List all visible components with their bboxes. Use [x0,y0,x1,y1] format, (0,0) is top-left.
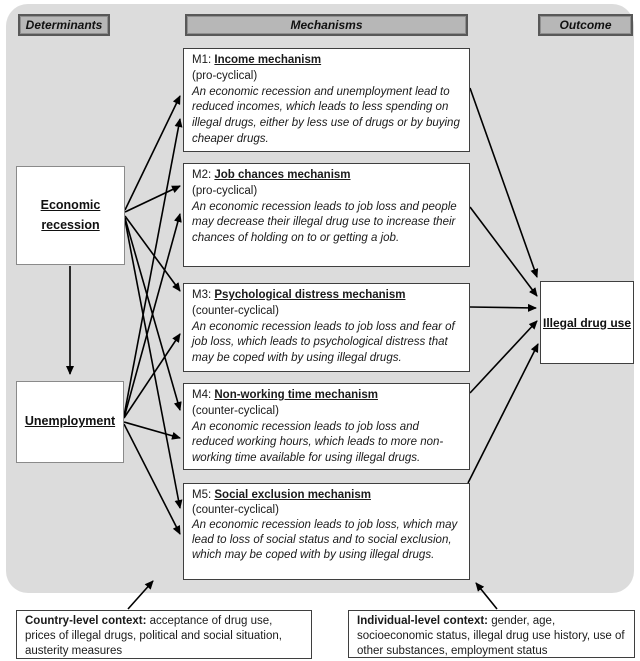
mechanism-id-m1: M1: [192,54,212,66]
outcome-label: Illegal drug use [542,315,632,330]
mechanism-description-m1: An economic recession and unemployment l… [192,85,460,145]
header-determinants: Determinants [18,14,110,36]
mechanism-name-m1: Income mechanism [214,54,322,66]
context-box-individual-level: Individual-level context: gender, age, s… [348,610,635,658]
mechanism-cyclicality-m3: (counter-cyclical) [192,304,279,317]
outcome-box-illegal-drug-use: Illegal drug use [540,281,634,364]
mechanism-box-m1: M1: Income mechanism (pro-cyclical) An e… [183,48,470,152]
mechanism-title-m2: M2: Job chances mechanism [192,168,461,184]
header-determinants-label: Determinants [25,18,103,32]
header-outcome: Outcome [538,14,633,36]
mechanism-name-m4: Non-working time mechanism [214,389,378,401]
determinant-box-economic-recession: Economic recession [16,166,125,265]
context-individual-lead: Individual-level context: [357,615,488,627]
mechanism-description-m4: An economic recession leads to job loss … [192,420,444,465]
mechanism-title-m4: M4: Non-working time mechanism [192,388,461,404]
context-country-lead: Country-level context: [25,615,147,627]
mechanism-cyclicality-m2: (pro-cyclical) [192,184,258,197]
determinant-label-economic-recession: Economic recession [40,198,101,232]
mechanism-description-m3: An economic recession leads to job loss … [192,320,455,365]
context-box-country-level: Country-level context: acceptance of dru… [16,610,312,659]
mechanism-id-m5: M5: [192,489,212,501]
header-mechanisms-label: Mechanisms [290,18,363,32]
mechanism-title-m5: M5: Social exclusion mechanism [192,488,461,503]
header-outcome-label: Outcome [559,18,612,32]
mechanism-id-m4: M4: [192,389,212,401]
mechanism-name-m2: Job chances mechanism [214,169,351,181]
mechanism-title-m1: M1: Income mechanism [192,53,461,69]
mechanism-cyclicality-m1: (pro-cyclical) [192,69,258,82]
mechanism-name-m3: Psychological distress mechanism [214,289,406,301]
mechanism-box-m2: M2: Job chances mechanism (pro-cyclical)… [183,163,470,267]
mechanism-id-m2: M2: [192,169,212,181]
context-country-text: acceptance of drug use, prices of illega… [25,615,282,657]
mechanism-cyclicality-m4: (counter-cyclical) [192,404,279,417]
mechanism-cyclicality-m5: (counter-cyclical) [192,504,279,516]
mechanism-box-m3: M3: Psychological distress mechanism (co… [183,283,470,372]
determinant-label-unemployment: Unemployment [24,414,116,429]
mechanism-box-m5: M5: Social exclusion mechanism (counter-… [183,483,470,580]
mechanism-name-m5: Social exclusion mechanism [214,489,371,501]
mechanism-title-m3: M3: Psychological distress mechanism [192,288,461,304]
determinant-box-unemployment: Unemployment [16,381,124,463]
mechanism-box-m4: M4: Non-working time mechanism (counter-… [183,383,470,470]
context-individual-text: gender, age, socioeconomic status, illeg… [357,615,625,657]
header-mechanisms: Mechanisms [185,14,468,36]
mechanism-description-m5: An economic recession leads to job loss,… [192,519,458,561]
mechanism-description-m2: An economic recession leads to job loss … [192,200,457,245]
mechanism-id-m3: M3: [192,289,212,301]
